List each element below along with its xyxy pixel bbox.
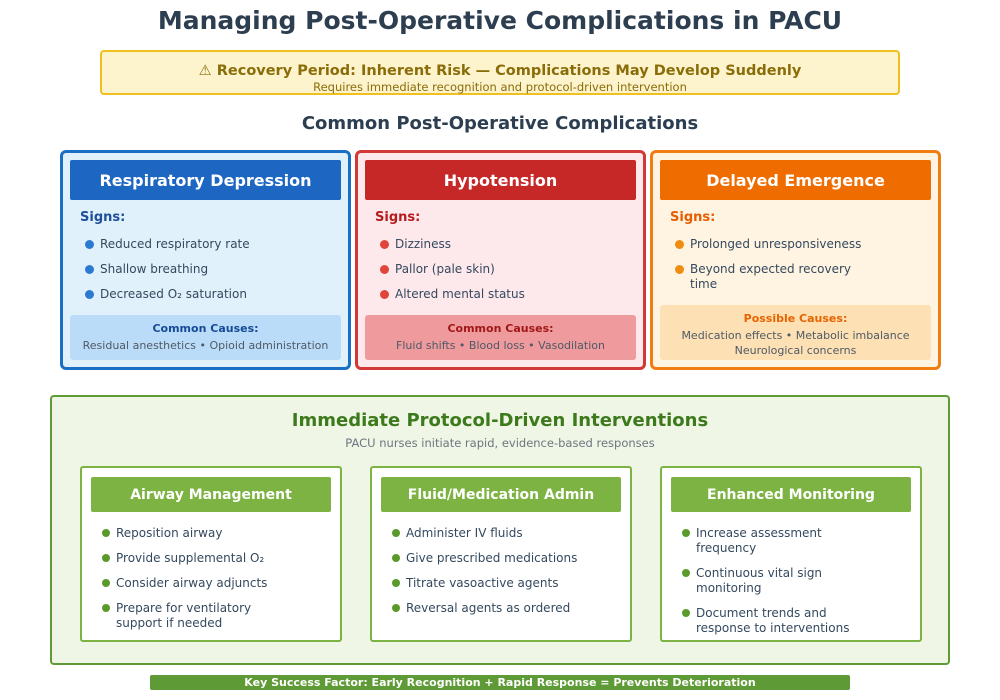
signs-list: Prolonged unresponsiveness Beyond expect… [675,237,875,302]
bullet-icon [102,554,110,562]
intervention-box-airway-management: Airway Management Reposition airway Prov… [80,466,342,642]
intervention-box-header: Enhanced Monitoring [671,477,911,512]
bullet-icon [675,240,684,249]
intervention-list: Reposition airway Provide supplemental O… [102,526,317,641]
bullet-icon [682,529,690,537]
causes-text: Medication effects • Metabolic imbalance… [660,328,931,358]
bullet-icon [380,265,389,274]
intervention-item: Reposition airway [102,526,317,541]
warning-banner-subtitle: Requires immediate recognition and proto… [313,80,687,94]
intervention-item: Increase assessment frequency [682,526,857,556]
sign-item: Shallow breathing [85,262,335,277]
intervention-box-header: Fluid/Medication Admin [381,477,621,512]
intervention-item: Continuous vital sign monitoring [682,566,857,596]
signs-label: Signs: [670,210,716,225]
bullet-icon [102,529,110,537]
bullet-icon [392,529,400,537]
bullet-icon [392,554,400,562]
sign-item: Dizziness [380,237,630,252]
bullet-icon [85,240,94,249]
intervention-item: Give prescribed medications [392,551,607,566]
bullet-icon [682,609,690,617]
intervention-box-enhanced-monitoring: Enhanced Monitoring Increase assessment … [660,466,922,642]
bullet-icon [85,265,94,274]
bullet-icon [675,265,684,274]
causes-text: Residual anesthetics • Opioid administra… [82,339,329,352]
intervention-box-fluid-medication-admin: Fluid/Medication Admin Administer IV flu… [370,466,632,642]
complication-card-respiratory-depression: Respiratory Depression Signs: Reduced re… [60,150,351,370]
causes-box: Possible Causes: Medication effects • Me… [660,305,931,360]
causes-box: Common Causes: Residual anesthetics • Op… [70,315,341,360]
sign-item: Pallor (pale skin) [380,262,630,277]
complication-card-header: Respiratory Depression [70,160,341,200]
intervention-box-header: Airway Management [91,477,331,512]
signs-list: Dizziness Pallor (pale skin) Altered men… [380,237,630,312]
sign-item: Altered mental status [380,287,630,302]
causes-line: Medication effects • Metabolic imbalance [681,329,910,342]
signs-label: Signs: [80,210,126,225]
bullet-icon [392,579,400,587]
intervention-list: Administer IV fluids Give prescribed med… [392,526,607,626]
complications-section-title: Common Post-Operative Complications [301,113,699,134]
intervention-item: Document trends and response to interven… [682,606,857,636]
bullet-icon [102,579,110,587]
sign-item: Beyond expected recovery time [675,262,875,292]
complication-card-header: Delayed Emergence [660,160,931,200]
warning-banner-title: ⚠ Recovery Period: Inherent Risk — Compl… [198,63,802,79]
bullet-icon [380,240,389,249]
complication-card-delayed-emergence: Delayed Emergence Signs: Prolonged unres… [650,150,941,370]
warning-banner: ⚠ Recovery Period: Inherent Risk — Compl… [100,50,900,95]
intervention-item: Provide supplemental O₂ [102,551,317,566]
causes-title: Possible Causes: [743,312,848,325]
sign-item: Reduced respiratory rate [85,237,335,252]
bullet-icon [85,290,94,299]
complication-card-header: Hypotension [365,160,636,200]
bullet-icon [380,290,389,299]
intervention-item: Reversal agents as ordered [392,601,607,616]
signs-list: Reduced respiratory rate Shallow breathi… [85,237,335,312]
sign-item: Prolonged unresponsiveness [675,237,875,252]
interventions-panel: Immediate Protocol-Driven Interventions … [50,395,950,665]
bullet-icon [392,604,400,612]
interventions-subtitle: PACU nurses initiate rapid, evidence-bas… [345,436,655,450]
signs-label: Signs: [375,210,421,225]
complication-card-hypotension: Hypotension Signs: Dizziness Pallor (pal… [355,150,646,370]
intervention-item: Administer IV fluids [392,526,607,541]
intervention-item: Consider airway adjuncts [102,576,317,591]
bullet-icon [682,569,690,577]
intervention-item: Titrate vasoactive agents [392,576,607,591]
causes-title: Common Causes: [447,322,554,335]
causes-line: Neurological concerns [734,344,857,357]
page-title: Managing Post-Operative Complications in… [157,6,843,35]
intervention-list: Increase assessment frequency Continuous… [682,526,857,646]
interventions-title: Immediate Protocol-Driven Interventions [291,410,709,431]
bullet-icon [102,604,110,612]
sign-item: Decreased O₂ saturation [85,287,335,302]
key-success-factor-bar: Key Success Factor: Early Recognition + … [150,675,850,690]
causes-text: Fluid shifts • Blood loss • Vasodilation [396,339,605,352]
intervention-item: Prepare for ventilatory support if neede… [102,601,272,631]
causes-box: Common Causes: Fluid shifts • Blood loss… [365,315,636,360]
causes-title: Common Causes: [152,322,259,335]
